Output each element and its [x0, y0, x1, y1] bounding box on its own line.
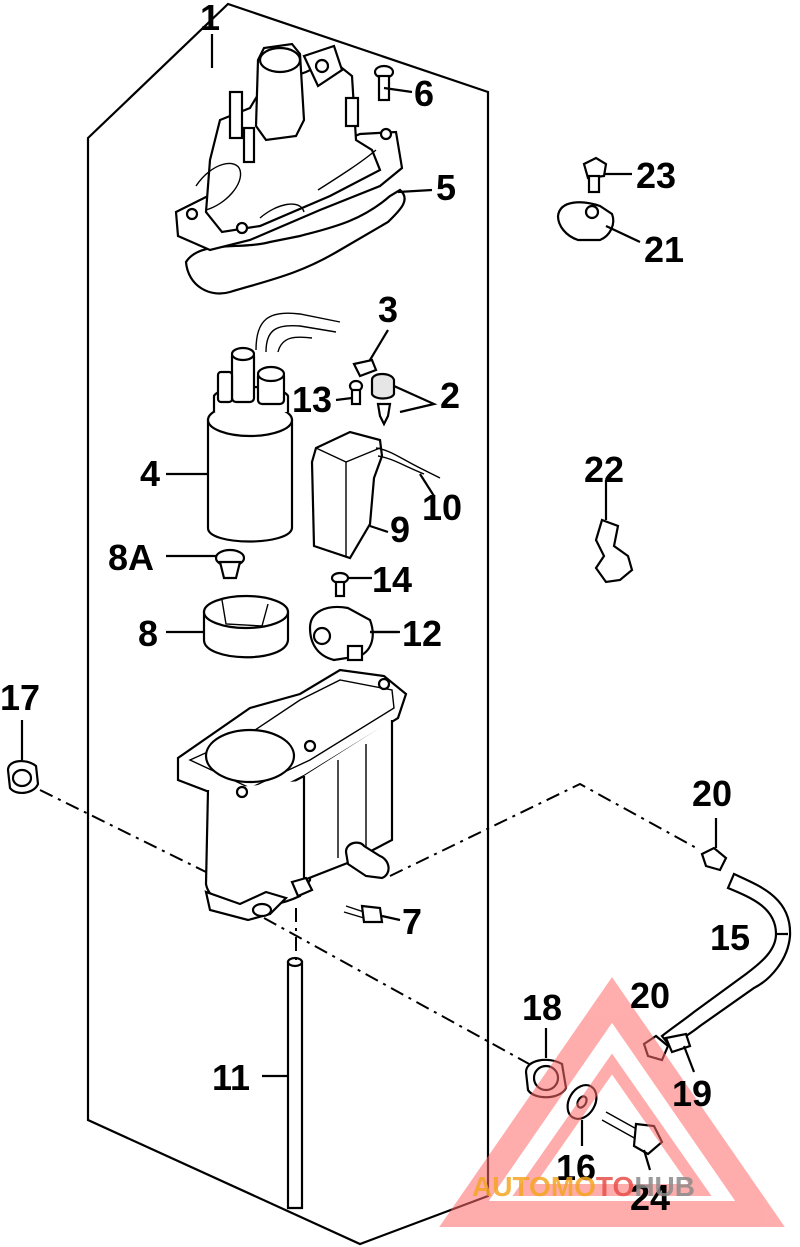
- watermark-logo: [439, 977, 785, 1227]
- watermark-text-part1: AUTOMO: [472, 1171, 596, 1202]
- leader-17-dash: [39, 789, 207, 873]
- hose-11: [262, 956, 304, 1210]
- callout-14: 14: [372, 559, 412, 600]
- callout-19: 19: [672, 1073, 712, 1114]
- clamp-21: [556, 201, 641, 243]
- pressure-regulator-12: [308, 605, 400, 662]
- callout-12: 12: [402, 613, 442, 654]
- fuel-pump-4: [166, 312, 341, 543]
- bolt-23: [582, 156, 632, 194]
- callout-17: 17: [0, 677, 40, 718]
- callout-6: 6: [414, 73, 434, 114]
- holder-8: [166, 594, 290, 659]
- hose-clamp-20-upper: [700, 818, 728, 872]
- leader-5: [397, 188, 433, 194]
- callout-24: 24: [630, 1177, 670, 1218]
- top-cover-assembly: [174, 42, 406, 295]
- valve-parts-2: [370, 372, 438, 427]
- callout-8a: 8A: [108, 537, 154, 578]
- screw-6: [373, 64, 413, 102]
- callout-3: 3: [378, 289, 398, 330]
- callout-9: 9: [390, 509, 410, 550]
- watermark-text-part3: HUB: [634, 1171, 695, 1202]
- callout-7: 7: [402, 901, 422, 942]
- filter-9: [310, 430, 389, 560]
- screw-13: [335, 379, 364, 406]
- callout-11: 11: [212, 1057, 250, 1098]
- callout-23: 23: [636, 155, 676, 196]
- clip-22: [594, 480, 634, 584]
- fitting-19: [664, 1032, 696, 1073]
- watermark-text-part2: TO: [596, 1171, 634, 1202]
- clip-3: [352, 329, 389, 378]
- fuel-hose-15: [660, 872, 792, 1048]
- callout-8: 8: [138, 613, 158, 654]
- screw-14: [330, 571, 372, 598]
- callout-20-lower: 20: [630, 975, 670, 1016]
- watermark-text: AUTOMOTOHUB: [472, 1171, 695, 1202]
- drain-screw-7: [343, 904, 401, 924]
- leader-18-dash: [263, 917, 541, 1071]
- callout-5: 5: [436, 167, 456, 208]
- grommet-8a: [166, 548, 246, 580]
- callout-20-upper: 20: [692, 773, 732, 814]
- vapor-separator-housing: [176, 668, 408, 922]
- callout-10: 10: [422, 487, 462, 528]
- callout-13: 13: [292, 379, 332, 420]
- callout-16: 16: [556, 1147, 596, 1188]
- callout-22: 22: [584, 449, 624, 490]
- callout-2: 2: [440, 375, 460, 416]
- callout-1: 1: [200, 0, 220, 38]
- callout-4: 4: [140, 453, 160, 494]
- leader-hose-dash: [389, 782, 701, 877]
- wire-10: [375, 447, 441, 497]
- callout-18: 18: [522, 987, 562, 1028]
- callout-15: 15: [710, 917, 750, 958]
- callout-21: 21: [644, 229, 684, 270]
- grommet-17: [6, 720, 40, 794]
